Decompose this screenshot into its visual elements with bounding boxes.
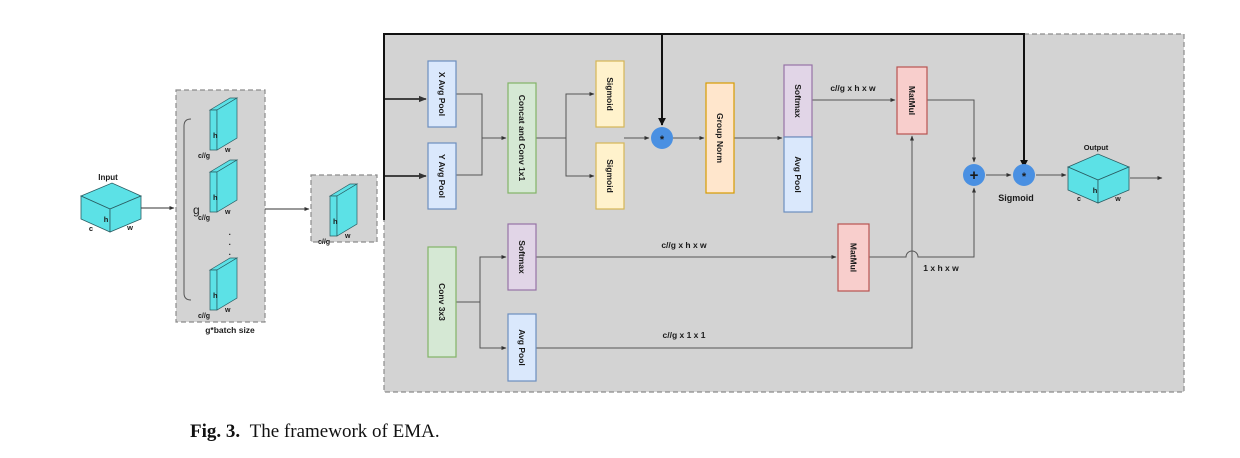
group-brace [183,118,192,301]
arrow-to-sigmoid-top [565,92,595,138]
avg-pool-top-block-label: Avg Pool [793,156,803,193]
softmax-bottom-block: Softmax [507,223,537,291]
multiply-operator-2: * [1013,164,1035,186]
multiply-symbol-1: * [660,134,665,146]
conv3x3-block-label: Conv 3x3 [437,283,447,321]
sigmoid-top-block: Sigmoid [595,60,625,128]
group-slice-1 [208,97,239,151]
add-symbol: + [970,167,979,184]
group-footer: g*batch size [205,325,255,335]
slice-dim-h: h [213,193,218,202]
output-dim-h: h [1093,186,1098,195]
slice-dim-w: w [224,209,231,216]
figure-caption-text: The framework of EMA. [249,421,440,442]
slice-dim-w: w [224,147,231,154]
output-title: Output [1084,143,1109,152]
arrow-avgpool-bottom-to-matmul-top [536,135,914,349]
edge-label-bottom-softmax: c//g x h x w [661,240,707,250]
matmul-bottom-block: MatMul [837,223,870,292]
avg-pool-bottom-block-label: Avg Pool [517,329,527,366]
slice-dim-c: c//g [318,239,330,246]
softmax-top-block: Softmax [783,64,813,138]
slice-dim-h: h [213,291,218,300]
matmul-top-block: MatMul [896,66,928,135]
arrow-matmul-bottom-to-add [869,187,976,258]
edge-label-matmul-bottom-out: 1 x h x w [923,263,959,273]
output-dim-c: c [1077,196,1081,203]
sigmoid-bottom-block: Sigmoid [595,142,625,210]
avg-pool-top-block: Avg Pool [783,136,813,213]
softmax-bottom-block-label: Softmax [517,240,527,274]
avg-pool-bottom-block: Avg Pool [507,313,537,382]
figure-caption: Fig. 3. The framework of EMA. [190,421,440,443]
input-cube [79,182,143,233]
group-symbol: g [193,203,200,217]
input-title: Input [98,173,118,182]
slice-dim-h: h [333,217,338,226]
line-ypool-to-concat [456,138,483,176]
group-slice-2 [208,159,239,213]
arrow-conv-to-softmax-bottom [456,255,507,303]
sigmoid-top-block-label: Sigmoid [605,77,615,111]
group-slice-n [208,257,239,311]
single-group-slice [328,183,359,237]
group-ellipsis-2: · [229,240,232,249]
multiply-operator-1: * [651,127,673,149]
input-dim-c: c [89,224,93,233]
line-xpool-to-concat [456,93,483,138]
arrow-conv-to-avgpool-bottom [479,302,507,350]
concat-conv-block-label: Concat and Conv 1x1 [517,95,527,182]
multiply-symbol-2: * [1022,171,1027,183]
arrow-to-sigmoid-bottom [565,138,595,178]
group-ellipsis-1: · [229,230,232,239]
slice-dim-c: c//g [198,313,210,320]
conv3x3-block: Conv 3x3 [427,246,457,358]
add-operator: + [963,164,985,186]
slice-dim-c: c//g [198,153,210,160]
y-avg-pool-block: Y Avg Pool [427,142,457,210]
edge-label-bottom-avgpool: c//g x 1 x 1 [663,330,706,340]
identity-top-line [383,33,1028,220]
x-avg-pool-block: X Avg Pool [427,60,457,128]
input-dim-w: w [126,223,133,232]
edge-label-top-softmax: c//g x h x w [830,83,876,93]
slice-dim-c: c//g [198,215,210,222]
figure-label-dot: . [235,421,241,442]
output-cube [1066,153,1131,204]
sigmoid-operator-label: Sigmoid [998,193,1034,203]
group-norm-block-label: Group Norm [715,113,725,163]
sigmoid-bottom-block-label: Sigmoid [605,159,615,193]
group-ellipsis-3: · [229,250,232,259]
slice-dim-w: w [224,307,231,314]
matmul-bottom-block-label: MatMul [849,243,859,272]
figure-label: Fig. 3 [190,421,236,442]
y-avg-pool-block-label: Y Avg Pool [437,154,447,198]
x-avg-pool-block-label: X Avg Pool [437,72,447,116]
slice-dim-w: w [344,233,351,240]
slice-dim-h: h [213,131,218,140]
group-norm-block: Group Norm [705,82,735,194]
concat-conv-block: Concat and Conv 1x1 [507,82,537,194]
input-dim-h: h [104,215,109,224]
matmul-top-block-label: MatMul [907,86,917,115]
arrow-matmul-top-to-add [927,99,976,163]
output-dim-w: w [1114,196,1121,203]
softmax-top-block-label: Softmax [793,84,803,118]
